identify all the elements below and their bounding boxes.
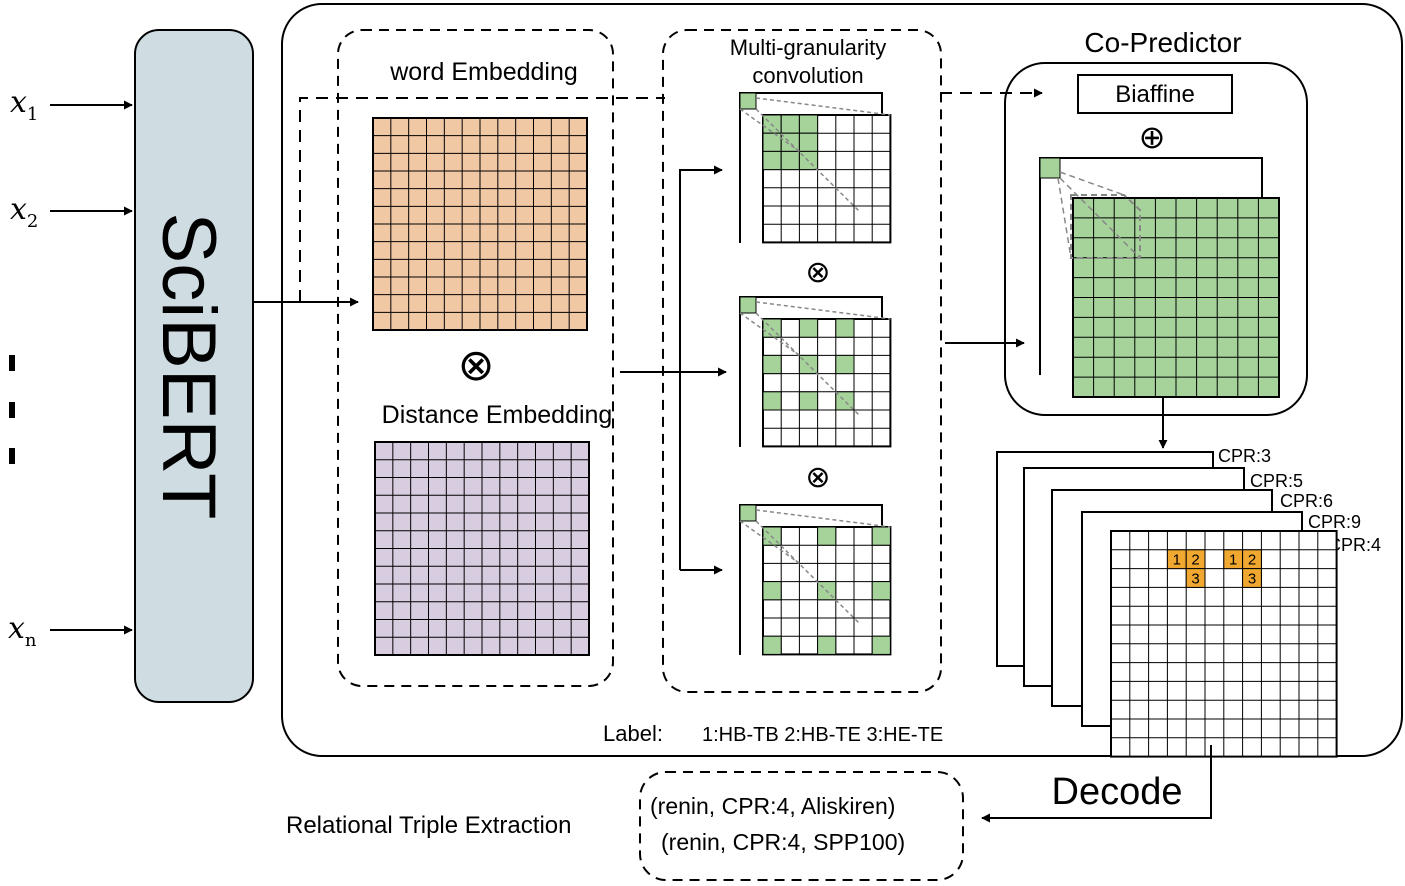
plane-label-cpr9: CPR:9 xyxy=(1308,512,1361,532)
conv-layer-dilation-1 xyxy=(739,92,892,244)
triple-2: (renin, CPR:4, SPP100) xyxy=(661,829,905,855)
conv-title-line1: Multi-granularity xyxy=(730,35,887,60)
conv-title-line2: convolution xyxy=(752,63,863,88)
relation-cell xyxy=(1185,568,1206,588)
relational-triple-extraction-label: Relational Triple Extraction xyxy=(286,812,571,839)
relation-cell-label: 2 xyxy=(1248,552,1256,569)
relation-cell-label: 1 xyxy=(1229,552,1237,569)
input-tokens: x1 x2 xn xyxy=(8,85,133,651)
highlighted-cell xyxy=(762,581,782,601)
highlighted-cell xyxy=(871,581,891,601)
biaffine-box xyxy=(1077,74,1233,114)
plane-label-cpr4: CPR:4 xyxy=(1328,535,1381,555)
embedding-dashed-box xyxy=(337,29,614,687)
word-grid-cells xyxy=(372,117,588,331)
co-predictor-title: Co-Predictor xyxy=(1084,27,1241,58)
kernel-cell xyxy=(739,504,757,522)
highlighted-cell xyxy=(871,526,891,546)
distance-grid-cells xyxy=(374,441,590,656)
scibert-box xyxy=(134,29,254,703)
plane-label-cpr5: CPR:5 xyxy=(1250,471,1303,491)
embedding-panel: word Embedding ⊗ Distance Embedding xyxy=(337,29,614,687)
highlighted-cell xyxy=(835,318,855,338)
highlighted-cell xyxy=(798,318,819,338)
input-x1: x1 xyxy=(10,85,38,125)
highlighted-cell xyxy=(871,635,891,655)
convolution-panel: Multi-granularity convolution ⊗ ⊗ xyxy=(662,29,942,693)
highlighted-cell xyxy=(762,635,782,655)
conv-product-icon-1: ⊗ xyxy=(805,256,830,289)
scibert-encoder: SciBERT xyxy=(134,29,254,703)
conv-branch-arrows xyxy=(679,165,723,575)
main-container xyxy=(281,3,1403,757)
relation-cell-label: 3 xyxy=(1191,570,1199,587)
word-embedding-label: word Embedding xyxy=(389,58,578,86)
plane-label-cpr3: CPR:3 xyxy=(1218,446,1271,466)
highlighted-cell xyxy=(835,354,855,375)
plane-label-cpr6: CPR:6 xyxy=(1280,491,1333,511)
ellipsis-dashes xyxy=(9,355,15,464)
tensor-product-icon: ⊗ xyxy=(458,341,495,390)
highlighted-cell xyxy=(798,391,819,411)
scibert-label: SciBERT xyxy=(146,213,231,520)
highlighted-cell xyxy=(817,526,837,546)
kernel-cell xyxy=(739,92,757,110)
relation-cell-label: 3 xyxy=(1248,570,1256,587)
relation-cell xyxy=(1242,568,1262,588)
input-x2: x2 xyxy=(10,192,38,232)
highlighted-cell xyxy=(798,132,819,152)
input-xn: xn xyxy=(8,611,37,651)
relation-cell-label: 2 xyxy=(1191,552,1199,569)
decode-section: Decode Relational Triple Extraction (ren… xyxy=(286,745,1212,881)
kernel-cell xyxy=(1039,157,1061,179)
scibert-connectors xyxy=(253,88,1043,307)
highlighted-cell xyxy=(817,635,837,655)
label-legend: Label: 1:HB-TB 2:HB-TE 3:HE-TE xyxy=(603,721,943,746)
legend-prefix: Label: xyxy=(603,721,663,746)
relation-cell-label: 1 xyxy=(1173,552,1181,569)
predictor-grid-cells xyxy=(1072,197,1280,398)
decode-arrow xyxy=(981,745,1212,823)
legend-text: 1:HB-TB 2:HB-TE 3:HE-TE xyxy=(702,724,943,746)
decode-label: Decode xyxy=(1052,771,1183,813)
co-predictor-box xyxy=(1004,62,1308,416)
triple-1: (renin, CPR:4, Aliskiren) xyxy=(650,793,895,819)
distance-embedding-grid xyxy=(374,441,590,656)
highlighted-cell xyxy=(762,150,782,171)
conv-product-icon-2: ⊗ xyxy=(805,461,830,494)
highlighted-cell xyxy=(762,391,782,411)
distance-embedding-label: Distance Embedding xyxy=(382,401,613,429)
triples-dashed-box xyxy=(639,771,964,881)
direct-sum-icon: ⊕ xyxy=(1139,119,1166,155)
highlighted-cell xyxy=(762,132,782,152)
co-predictor: Co-Predictor Biaffine ⊕ xyxy=(1004,27,1308,416)
highlighted-cell xyxy=(762,354,782,375)
kernel-cell xyxy=(739,296,757,314)
highlighted-cell xyxy=(780,114,800,134)
biaffine-label: Biaffine xyxy=(1115,81,1195,108)
word-embedding-grid xyxy=(372,117,588,331)
predictor-grid xyxy=(1039,157,1280,398)
conv-layer-dilation-3 xyxy=(739,504,892,656)
conv-layer-dilation-2 xyxy=(739,296,892,448)
highlighted-cell xyxy=(780,150,800,171)
highlighted-cell xyxy=(798,114,819,134)
highlighted-cell xyxy=(835,391,855,411)
